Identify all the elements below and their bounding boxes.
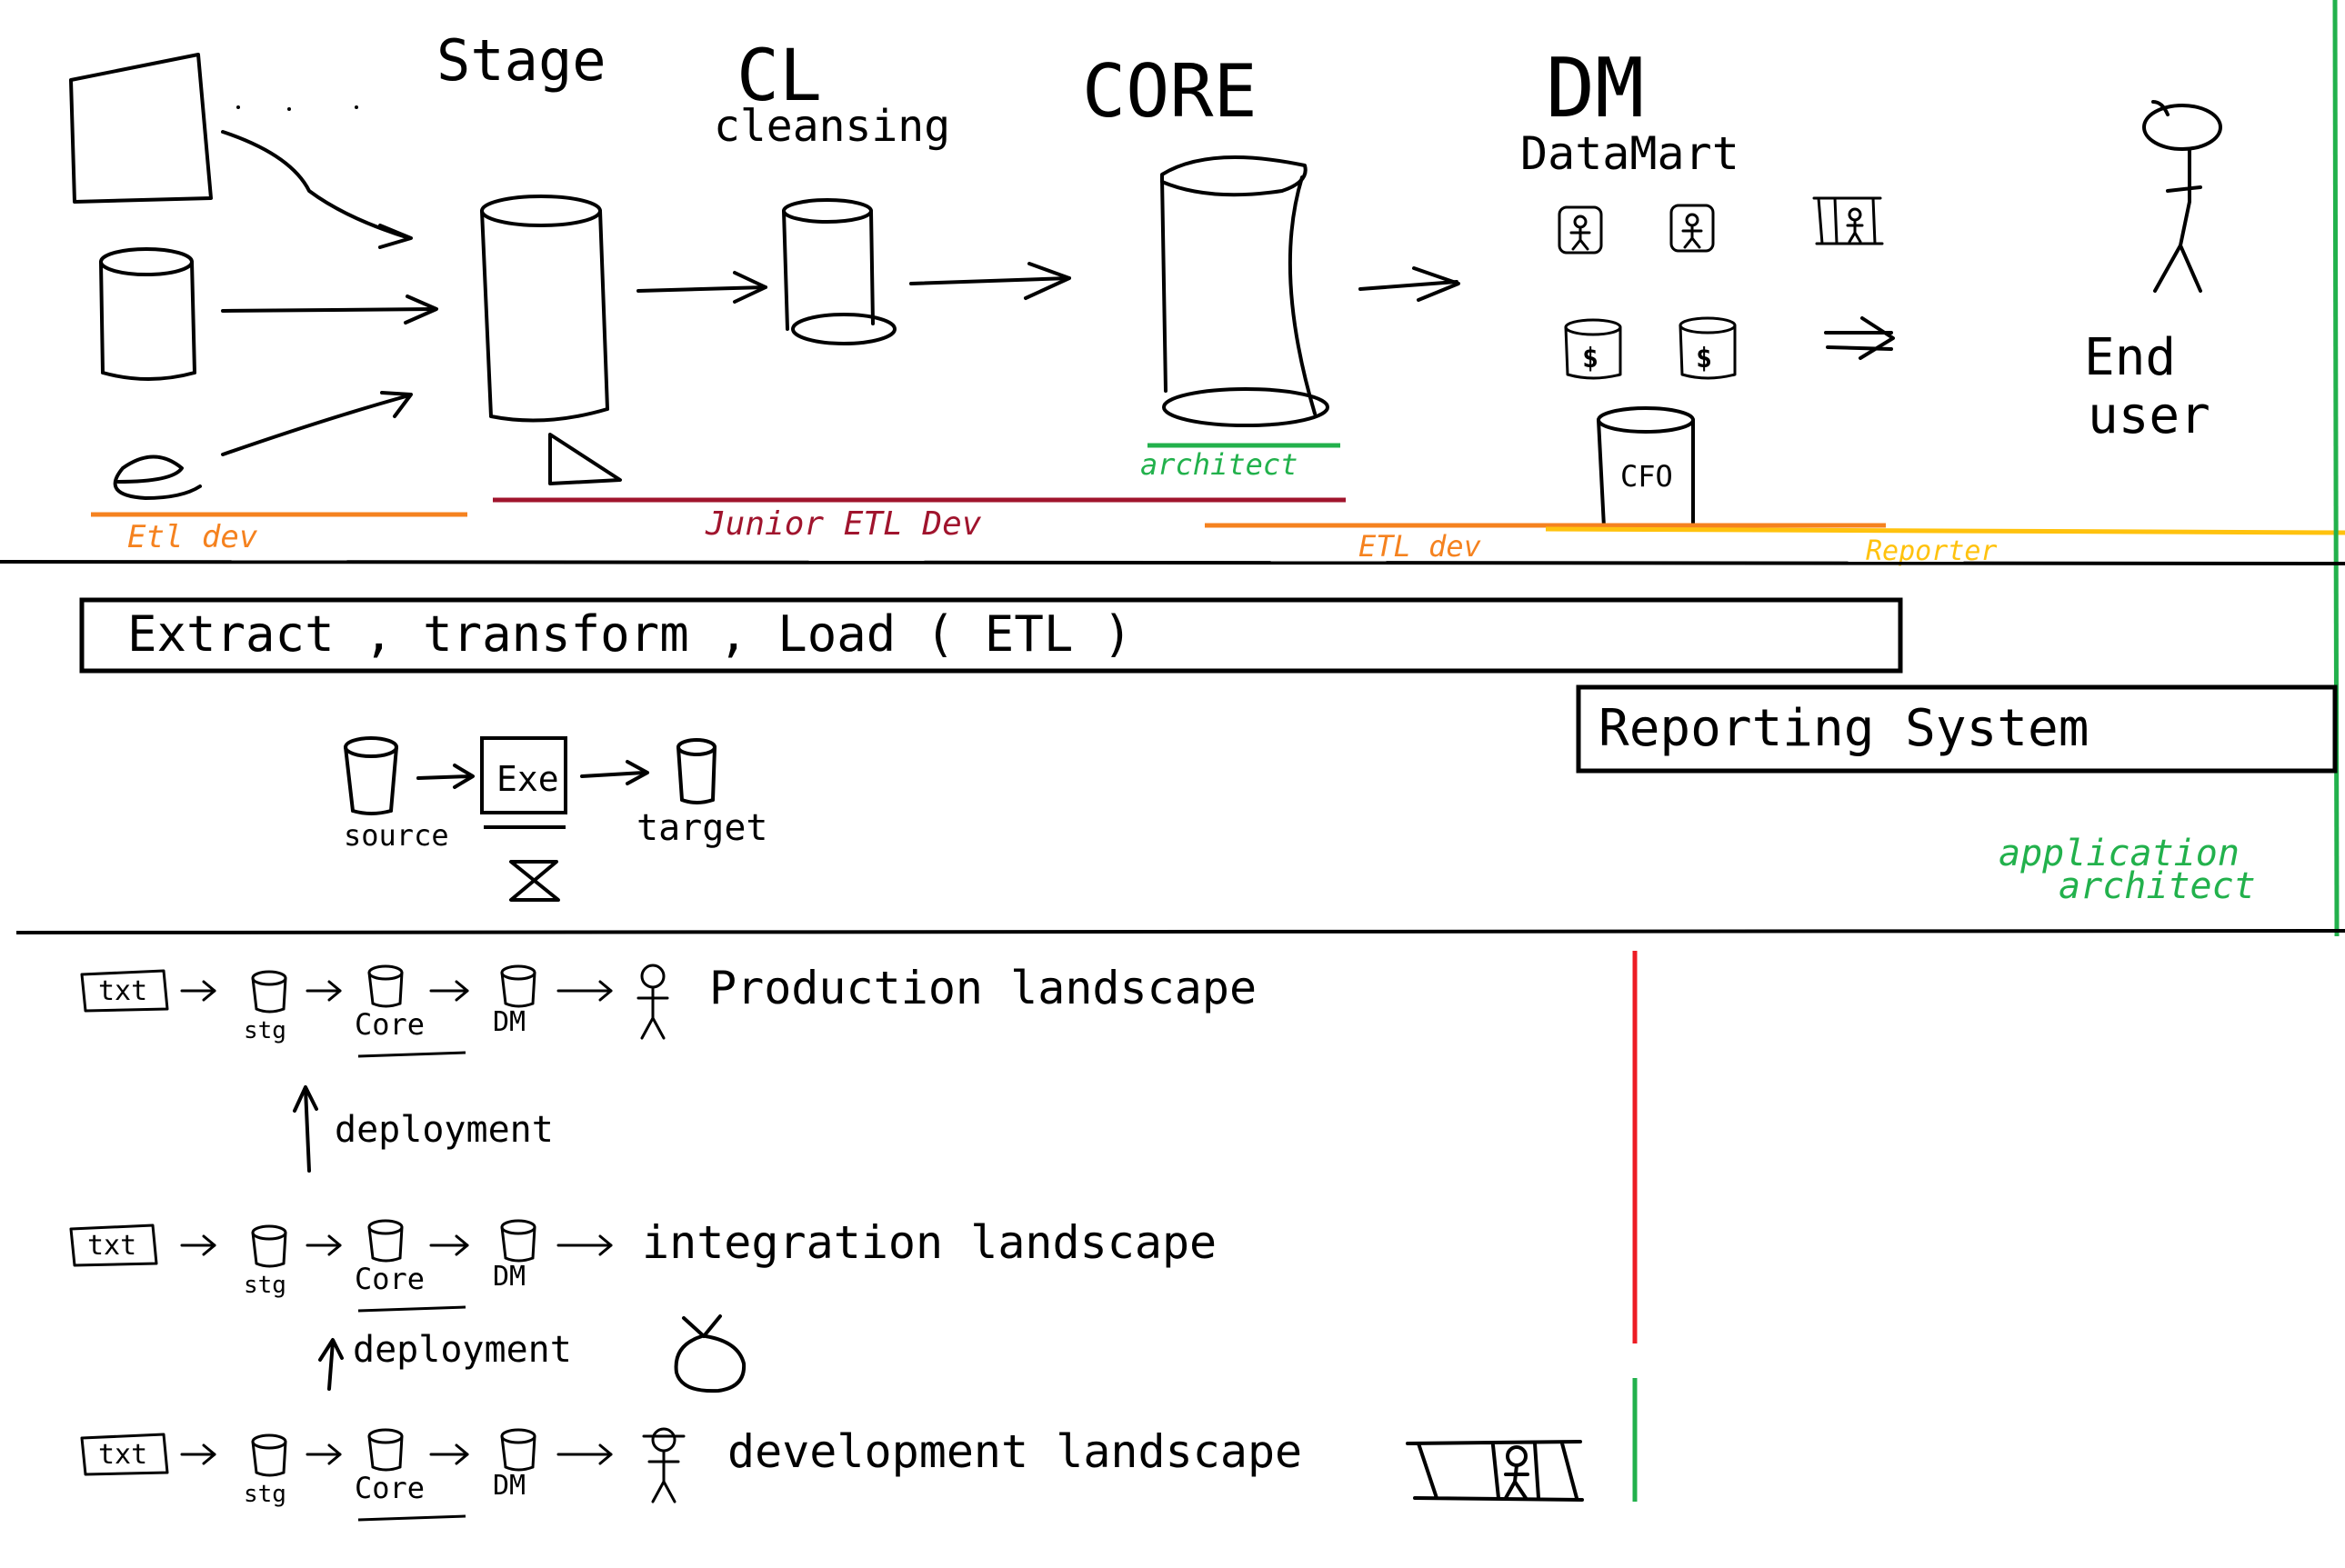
application-architect-line bbox=[2332, 0, 2340, 937]
dm-label: DM bbox=[493, 1261, 526, 1293]
datamart-person-icon bbox=[1558, 205, 1603, 255]
dm-label: DM bbox=[493, 1006, 526, 1038]
hourglass-icon bbox=[509, 860, 560, 902]
cfo-database-icon bbox=[1597, 406, 1695, 529]
core-db-icon bbox=[367, 1428, 404, 1472]
end-user-label-1: End bbox=[2084, 328, 2176, 387]
dm-db-icon bbox=[500, 1219, 536, 1263]
exe-box bbox=[480, 736, 567, 814]
datamart-person-icon bbox=[1669, 204, 1715, 253]
exe-label: Exe bbox=[496, 759, 559, 799]
core-label: Core bbox=[355, 1262, 425, 1296]
stage-database-icon bbox=[480, 195, 609, 423]
landscape-label: development landscape bbox=[727, 1425, 1302, 1478]
txt-label: txt bbox=[87, 1230, 136, 1262]
cl-database-icon bbox=[782, 198, 897, 345]
etl-box-label: Extract , transform , Load ( ETL ) bbox=[127, 605, 1132, 663]
cl-sub-label: cleansing bbox=[714, 101, 950, 152]
triangle-icon bbox=[548, 433, 622, 485]
person-icon bbox=[642, 1427, 686, 1503]
svg-text:$: $ bbox=[1696, 343, 1712, 375]
arrow-core-to-dm bbox=[1358, 266, 1460, 302]
target-label: target bbox=[636, 807, 768, 849]
landscape-row: txt stg Core DM Production landscape bbox=[80, 962, 1257, 1058]
arrow-source-to-stage bbox=[221, 130, 438, 456]
money-bag-icon bbox=[674, 1314, 747, 1393]
arrow-exe-to-target bbox=[580, 760, 649, 785]
deployment-arrow-1 bbox=[293, 1085, 318, 1173]
end-user-person-icon bbox=[2142, 100, 2222, 293]
dollar-db-icon bbox=[1679, 316, 1737, 380]
landscape-label: Production landscape bbox=[709, 962, 1257, 1014]
arrow-dm-to-enduser bbox=[1824, 316, 1895, 360]
stage-label: Stage bbox=[436, 27, 606, 94]
source-rectangle-icon bbox=[69, 53, 213, 204]
txt-label: txt bbox=[98, 1439, 147, 1471]
txt-file-icon: txt bbox=[80, 969, 169, 1013]
svg-text:$: $ bbox=[1582, 343, 1598, 375]
core-label: Core bbox=[355, 1007, 425, 1042]
arrow-stage-to-cl bbox=[636, 271, 767, 304]
dm-sub-label: DataMart bbox=[1520, 127, 1739, 180]
stg-label: stg bbox=[244, 1017, 286, 1044]
cl-label: CL bbox=[737, 35, 822, 117]
landscape-label: integration landscape bbox=[642, 1216, 1217, 1269]
etl-target-db-icon bbox=[676, 738, 717, 804]
separator-bottom bbox=[15, 929, 2345, 934]
stg-label: stg bbox=[244, 1481, 286, 1508]
source-e-icon bbox=[113, 454, 202, 500]
deployment-arrow-2 bbox=[318, 1338, 344, 1391]
end-user-label-2: user bbox=[2088, 386, 2210, 445]
core-label: CORE bbox=[1082, 49, 1258, 134]
architect-label: architect bbox=[1140, 447, 1298, 482]
landscape-row: txt stg Core DM development landscape bbox=[80, 1425, 1302, 1522]
application-architect-label-1: application bbox=[1999, 833, 2240, 874]
core-db-icon bbox=[367, 964, 404, 1008]
dm-label: DM bbox=[493, 1470, 526, 1502]
prison-icon bbox=[1812, 196, 1884, 245]
core-db-icon bbox=[367, 1219, 404, 1263]
application-architect-label-2: architect bbox=[2059, 865, 2256, 907]
stg-label: stg bbox=[244, 1272, 286, 1299]
etl-box bbox=[79, 597, 1903, 674]
junior-etl-label: Junior ETL Dev bbox=[705, 505, 982, 543]
landscape-row: txt stg Core DM integration landscape bbox=[69, 1216, 1217, 1313]
dm-label: DM bbox=[1546, 41, 1644, 136]
etl-dev-right-label: ETL dev bbox=[1358, 529, 1481, 564]
source-database-icon bbox=[99, 247, 196, 381]
stg-db-icon bbox=[251, 970, 287, 1014]
dm-db-icon bbox=[500, 964, 536, 1008]
core-database-icon bbox=[1160, 155, 1329, 427]
prison-icon-bottom bbox=[1406, 1440, 1584, 1502]
txt-file-icon: txt bbox=[80, 1433, 169, 1476]
source-label: source bbox=[344, 818, 449, 853]
txt-label: txt bbox=[98, 975, 147, 1007]
person-icon bbox=[636, 964, 669, 1040]
txt-file-icon: txt bbox=[69, 1223, 158, 1267]
reporting-box bbox=[1576, 684, 2338, 774]
stg-db-icon bbox=[251, 1433, 287, 1477]
stg-db-icon bbox=[251, 1224, 287, 1268]
arrow-source-to-exe bbox=[416, 764, 475, 789]
etl-source-db-icon bbox=[344, 736, 398, 815]
etl-dev-left-label: Etl dev bbox=[127, 519, 258, 555]
dm-db-icon bbox=[500, 1428, 536, 1472]
separator-top bbox=[0, 560, 2345, 565]
reporter-line bbox=[1545, 526, 2345, 535]
arrow-cl-to-core bbox=[909, 262, 1071, 300]
dollar-db-icon bbox=[1564, 318, 1622, 380]
cfo-label: CFO bbox=[1620, 459, 1673, 494]
core-label: Core bbox=[355, 1471, 425, 1505]
deployment-label-1: deployment bbox=[335, 1109, 554, 1151]
reporting-box-label: Reporting System bbox=[1598, 699, 2089, 758]
deployment-label-2: deployment bbox=[353, 1329, 572, 1371]
